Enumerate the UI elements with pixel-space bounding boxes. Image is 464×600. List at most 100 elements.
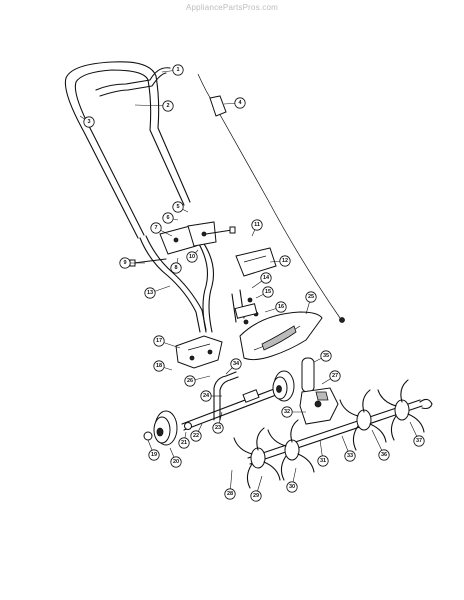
callout-20: 20 bbox=[169, 447, 182, 468]
callout-number: 32 bbox=[284, 409, 290, 415]
callout-bubble bbox=[279, 255, 291, 267]
drag-bar bbox=[213, 371, 239, 421]
depth-bracket bbox=[175, 335, 223, 369]
callout-number: 1 bbox=[176, 67, 179, 73]
callout-15: 15 bbox=[255, 286, 274, 299]
callout-bubble bbox=[320, 350, 332, 362]
callout-4: 4 bbox=[223, 97, 246, 109]
callout-2: 2 bbox=[134, 100, 174, 112]
callout-number: 12 bbox=[282, 258, 288, 264]
callout-number: 14 bbox=[263, 275, 270, 281]
callout-29: 29 bbox=[250, 475, 263, 502]
throttle-cable bbox=[197, 73, 345, 323]
callout-number: 15 bbox=[265, 289, 271, 295]
callout-37: 37 bbox=[409, 421, 425, 447]
callout-number: 8 bbox=[174, 265, 177, 271]
callout-number: 11 bbox=[254, 222, 260, 228]
left-wheel bbox=[153, 410, 178, 446]
upper-handle bbox=[64, 61, 191, 239]
callout-number: 29 bbox=[253, 493, 259, 499]
callout-bubble bbox=[150, 222, 162, 234]
callout-bubble bbox=[224, 488, 236, 500]
callout-28: 28 bbox=[224, 469, 236, 500]
callout-bubble bbox=[186, 251, 198, 263]
callout-number: 6 bbox=[166, 215, 169, 221]
tine-shield bbox=[239, 311, 323, 361]
control-bar bbox=[95, 67, 171, 97]
bolt-right bbox=[205, 226, 236, 235]
callout-number: 37 bbox=[416, 438, 422, 444]
callout-number: 13 bbox=[147, 290, 153, 296]
callout-bubble bbox=[162, 100, 174, 112]
callout-27: 27 bbox=[321, 370, 341, 385]
callout-number: 27 bbox=[332, 373, 338, 379]
wheel-axle bbox=[181, 385, 285, 431]
callout-number: 23 bbox=[215, 425, 221, 431]
callout-number: 30 bbox=[289, 484, 295, 490]
callout-36: 36 bbox=[371, 429, 390, 461]
callout-23: 23 bbox=[212, 411, 224, 434]
callout-21: 21 bbox=[178, 431, 190, 449]
callout-number: 26 bbox=[187, 378, 193, 384]
tine-assembly-4 bbox=[377, 379, 425, 441]
callout-6: 6 bbox=[162, 212, 179, 224]
callout-number: 28 bbox=[227, 491, 233, 497]
callout-number: 20 bbox=[173, 459, 179, 465]
callout-number: 25 bbox=[308, 294, 314, 300]
callout-bubble bbox=[119, 257, 131, 269]
callout-31: 31 bbox=[317, 439, 329, 467]
callout-bubble bbox=[281, 406, 293, 418]
callout-bubble bbox=[83, 116, 95, 128]
callout-10: 10 bbox=[186, 249, 199, 263]
callout-bubble bbox=[172, 201, 184, 213]
callout-14: 14 bbox=[251, 272, 272, 289]
callout-number: 4 bbox=[238, 100, 242, 106]
callout-26: 26 bbox=[184, 375, 211, 387]
callout-number: 21 bbox=[181, 440, 187, 446]
callout-number: 34 bbox=[233, 361, 240, 367]
callout-number: 36 bbox=[381, 452, 387, 458]
callout-number: 9 bbox=[123, 260, 126, 266]
callout-bubble bbox=[170, 456, 182, 468]
callout-bubble bbox=[170, 262, 182, 274]
callout-18: 18 bbox=[153, 360, 173, 372]
callout-bubble bbox=[275, 301, 287, 313]
callout-number: 19 bbox=[151, 452, 157, 458]
callout-layer: 1234567891011121314151617181920212223242… bbox=[79, 64, 425, 502]
callout-number: 22 bbox=[193, 433, 199, 439]
callout-bubble bbox=[234, 97, 246, 109]
callout-bubble bbox=[317, 455, 329, 467]
callout-bubble bbox=[200, 390, 212, 402]
callout-number: 2 bbox=[166, 103, 169, 109]
callout-number: 31 bbox=[320, 458, 326, 464]
tine-assembly-2 bbox=[267, 419, 315, 481]
callout-bubble bbox=[260, 272, 272, 284]
lower-handle bbox=[139, 235, 215, 333]
tine-shaft bbox=[247, 399, 423, 465]
callout-16: 16 bbox=[264, 301, 287, 313]
callout-bubble bbox=[153, 335, 165, 347]
callout-bubble bbox=[162, 212, 174, 224]
callout-bubble bbox=[251, 219, 263, 231]
callout-bubble bbox=[190, 430, 202, 442]
callout-12: 12 bbox=[269, 255, 291, 267]
callout-35: 35 bbox=[313, 350, 332, 363]
callout-number: 16 bbox=[278, 304, 284, 310]
callout-bubble bbox=[305, 291, 317, 303]
callout-number: 3 bbox=[87, 119, 90, 125]
callout-bubble bbox=[148, 449, 160, 461]
callout-19: 19 bbox=[147, 439, 160, 461]
callout-bubble bbox=[329, 370, 341, 382]
callout-number: 35 bbox=[323, 353, 329, 359]
callout-number: 7 bbox=[154, 225, 157, 231]
callout-34: 34 bbox=[225, 358, 242, 375]
callout-11: 11 bbox=[251, 219, 263, 237]
right-wheel bbox=[272, 370, 295, 402]
callout-bubble bbox=[184, 375, 196, 387]
callout-24: 24 bbox=[200, 390, 222, 402]
callout-bubble bbox=[153, 360, 165, 372]
callout-number: 10 bbox=[189, 254, 195, 260]
callout-number: 33 bbox=[347, 453, 353, 459]
callout-bubble bbox=[344, 450, 356, 462]
